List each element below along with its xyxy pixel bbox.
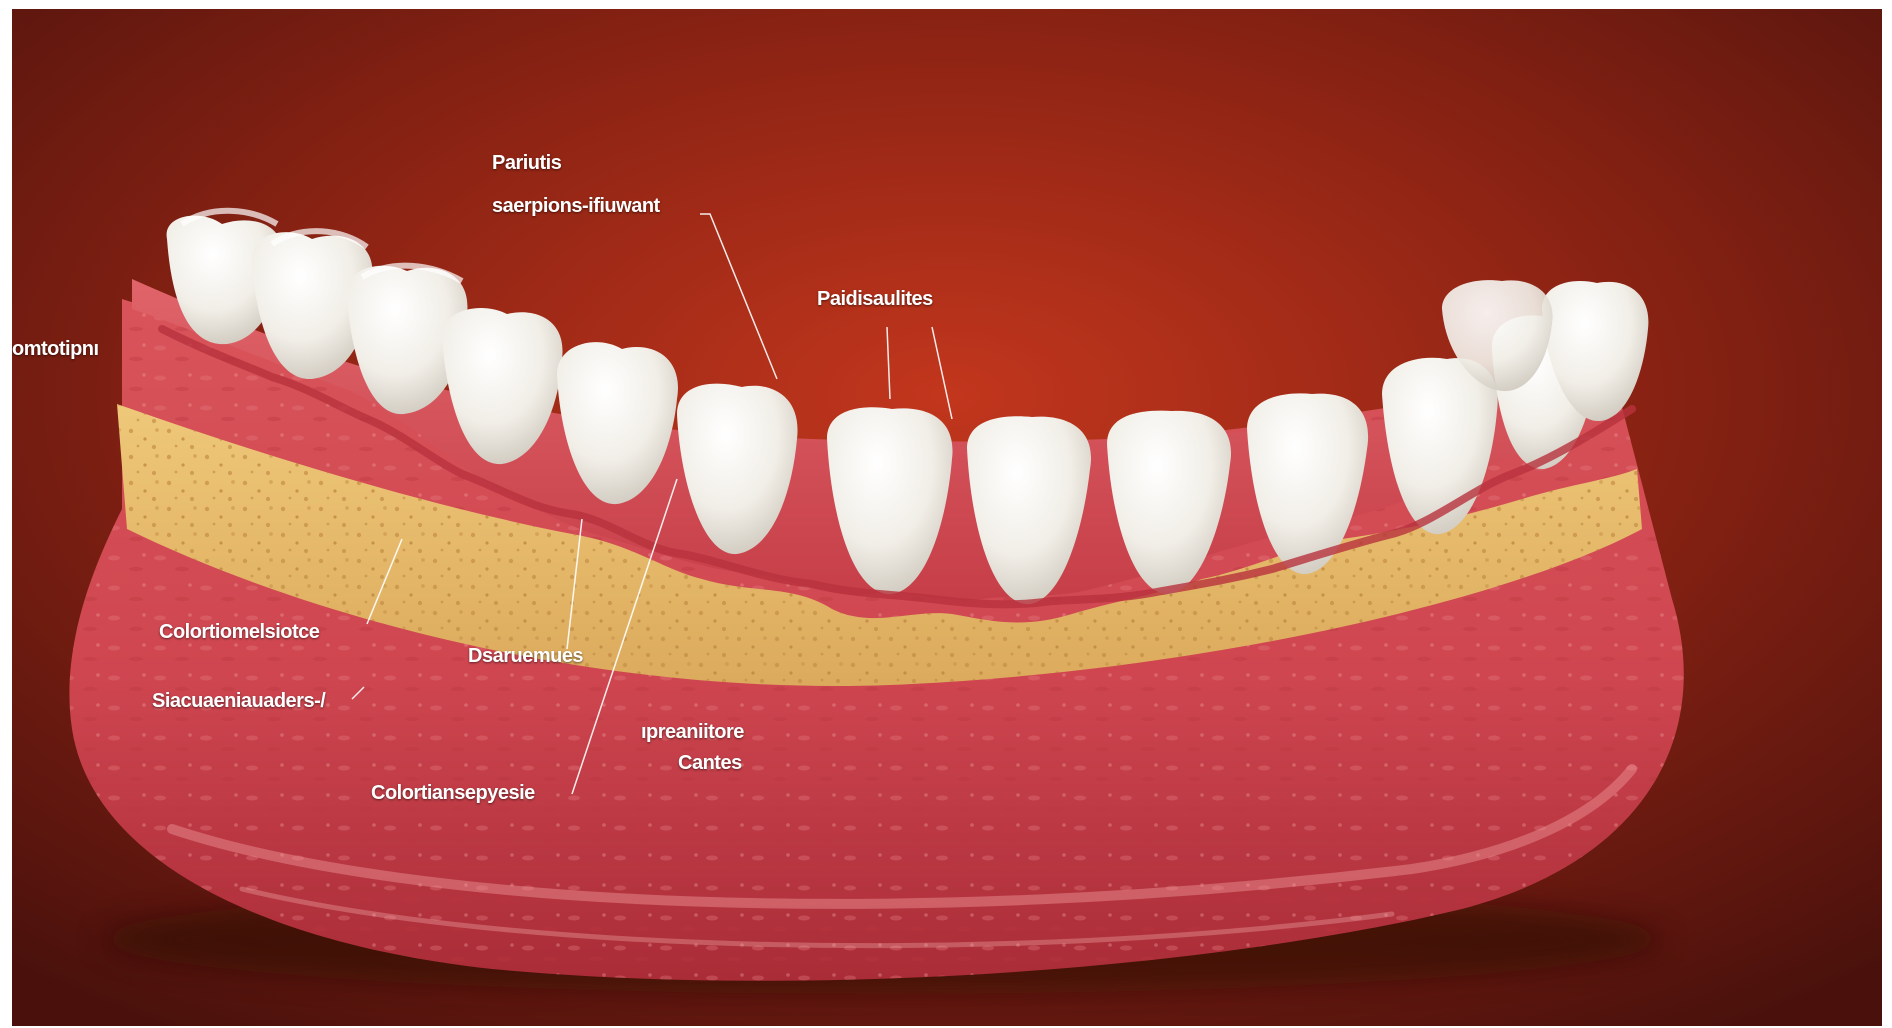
label-bone-center: Dsaruemues xyxy=(468,645,583,668)
label-gum-bottom: Colortiansepyesie xyxy=(371,782,535,805)
image-frame: Pariutis saerpions-ifiuwant Paidisaulite… xyxy=(12,9,1882,1026)
label-gum-center-2: Cantes xyxy=(678,752,742,775)
label-left-edge: omtotipnı xyxy=(12,338,99,361)
label-top-1: Pariutis xyxy=(492,152,561,175)
label-bone-left: Colortiomelsiotce xyxy=(159,621,319,644)
label-gum-center-1: ıpreaniitore xyxy=(641,721,744,744)
dental-illustration xyxy=(12,9,1882,1026)
label-top-2: saerpions-ifiuwant xyxy=(492,195,660,218)
label-gum-left: Siacuaeniauaders-/ xyxy=(152,690,325,713)
label-top-center: Paidisaulites xyxy=(817,288,933,311)
